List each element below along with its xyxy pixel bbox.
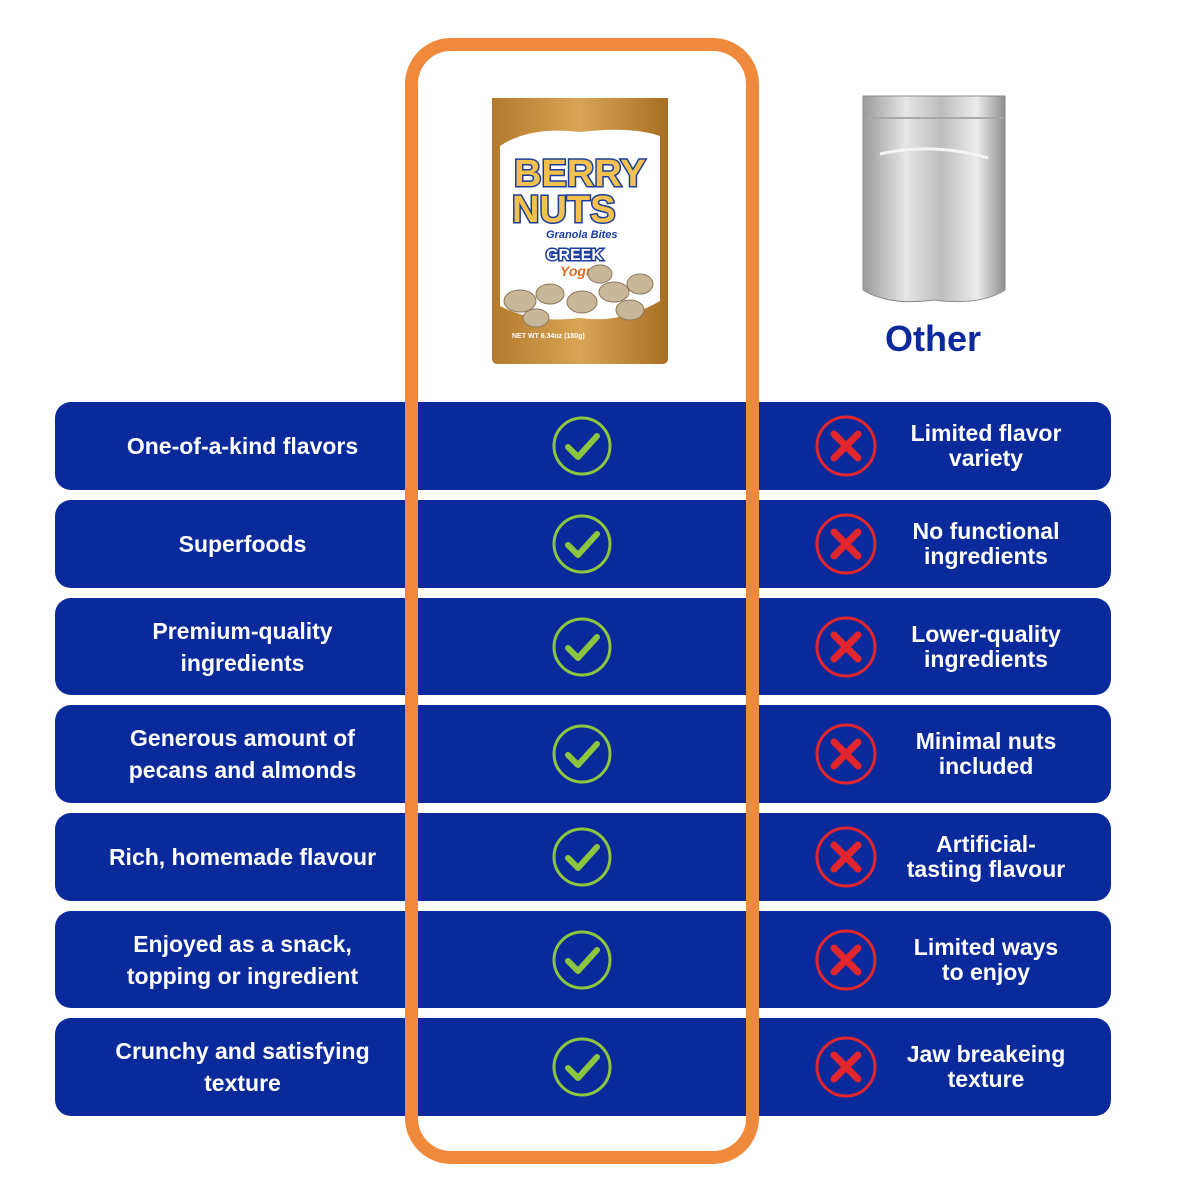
- other-label-text: No functional ingredients: [912, 518, 1060, 569]
- table-row: [55, 705, 1111, 803]
- granola-bites-illustration: [503, 264, 654, 328]
- feature-label: Rich, homemade flavour: [108, 844, 377, 870]
- check-icon: [552, 617, 612, 677]
- table-row: [55, 1018, 1111, 1116]
- table-row: [55, 598, 1111, 695]
- other-label: Other: [884, 318, 981, 359]
- other-label-text: Jaw breakeing texture: [906, 1041, 1066, 1092]
- other-label-text: Limited flavor variety: [910, 420, 1062, 471]
- cross-icon: [815, 826, 877, 888]
- product-brand-small: Clusters: [508, 139, 552, 151]
- feature-label: Generous amount of pecans and almonds: [128, 725, 357, 783]
- feature-label: Premium-quality ingredients: [152, 617, 333, 676]
- product-subtitle: Granola Bites: [546, 229, 618, 241]
- cross-icon: [815, 616, 877, 678]
- check-icon: [552, 930, 612, 990]
- generic-pouch-image: [862, 95, 1006, 303]
- product-net-weight: NET WT 6.34oz (180g): [512, 333, 585, 340]
- check-icon: [552, 514, 612, 574]
- other-label-text: Minimal nuts included: [915, 728, 1057, 779]
- cross-icon: [815, 723, 877, 785]
- cross-icon: [815, 415, 877, 477]
- cross-icon: [815, 513, 877, 575]
- table-row: [55, 911, 1111, 1008]
- check-icon: [552, 1037, 612, 1097]
- product-brand-line2: NUTS: [512, 189, 615, 231]
- other-label-text: Lower-quality ingredients: [911, 620, 1061, 672]
- check-icon: [552, 724, 612, 784]
- feature-label: Enjoyed as a snack, topping or ingredien…: [126, 930, 359, 989]
- product-flavor-line1: GREEK: [546, 247, 603, 264]
- feature-label: Superfoods: [178, 531, 307, 557]
- other-label-text: Limited ways to enjoy: [913, 933, 1059, 985]
- cross-icon: [815, 1036, 877, 1098]
- feature-label: Crunchy and satisfying texture: [115, 1038, 370, 1096]
- other-label-text: Artificial-tasting flavour: [906, 831, 1066, 882]
- check-icon: [552, 416, 612, 476]
- check-icon: [552, 827, 612, 887]
- product-brand-line1: BERRY: [514, 153, 646, 195]
- berry-nuts-product-image: Clusters BERRY NUTS Granola Bites GREEK …: [492, 98, 668, 364]
- cross-icon: [815, 929, 877, 991]
- feature-label: One-of-a-kind flavors: [126, 433, 359, 459]
